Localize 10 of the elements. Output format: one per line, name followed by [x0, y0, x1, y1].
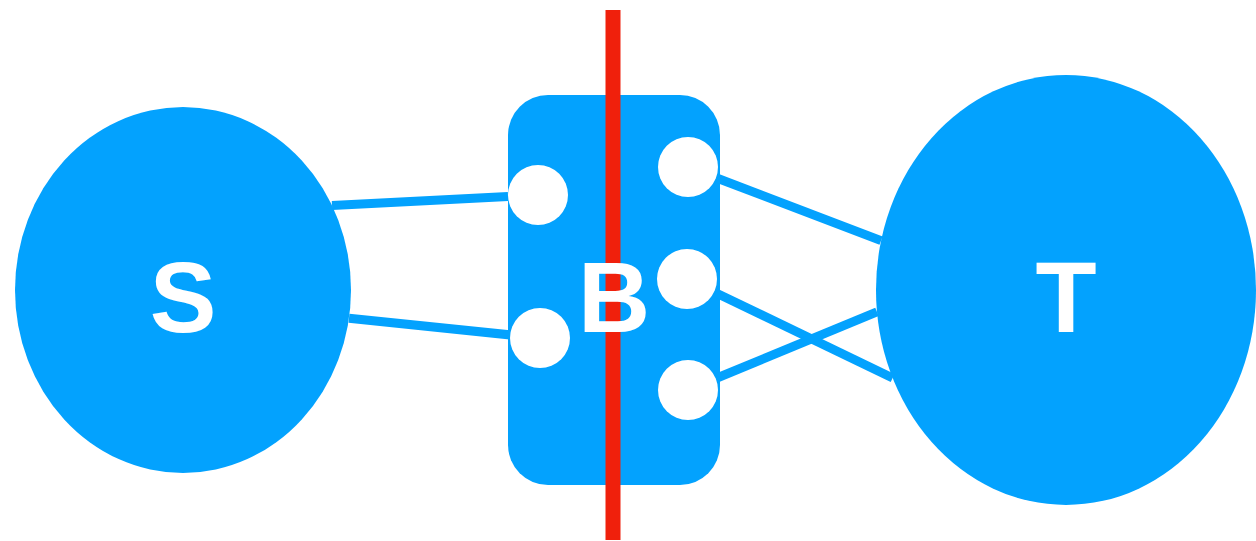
port-circle [510, 308, 570, 368]
port-circle [658, 360, 718, 420]
connector-line [348, 313, 511, 340]
port-circle [658, 137, 718, 197]
node-label: S [149, 240, 217, 347]
port-circle [657, 249, 717, 309]
rounded-box [508, 95, 720, 485]
connector-line [331, 192, 509, 210]
node-label: T [1035, 240, 1097, 347]
port-circle [508, 165, 568, 225]
